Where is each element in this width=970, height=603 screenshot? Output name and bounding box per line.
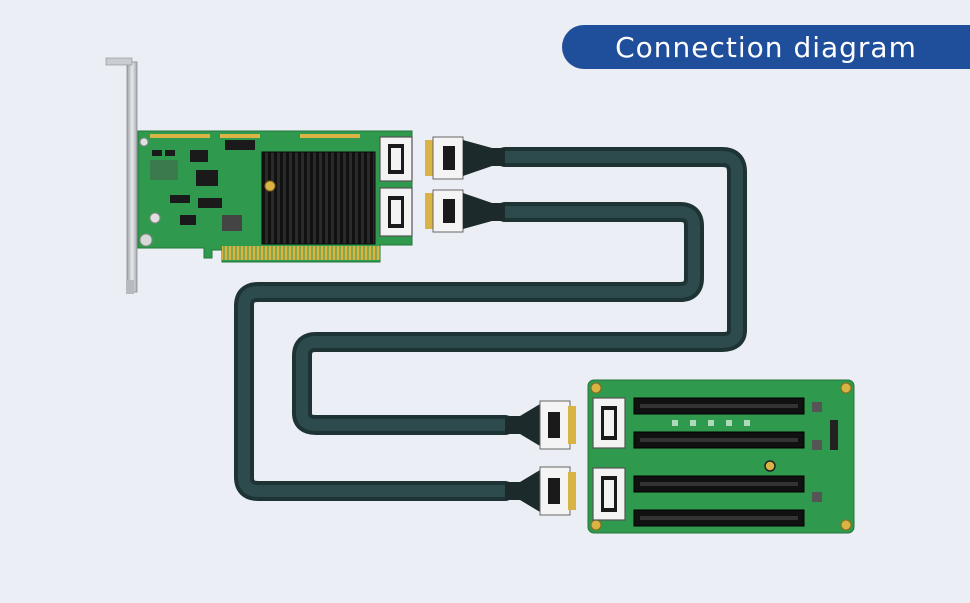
pci-bracket xyxy=(126,61,138,293)
pcie-slot-4 xyxy=(633,509,805,527)
cable-connector-host-top xyxy=(425,136,505,180)
pcie-slot-1 xyxy=(633,397,805,415)
title-banner: Connection diagram xyxy=(562,25,970,69)
riser-pcb xyxy=(587,379,855,534)
host-slimsas-port-top xyxy=(379,136,413,182)
host-card xyxy=(105,57,413,294)
host-mount-hole xyxy=(139,233,153,247)
riser-slimsas-port-top xyxy=(592,397,626,449)
heatsink-screw xyxy=(264,180,276,192)
riser-board xyxy=(587,379,855,534)
cable-connector-riser-top xyxy=(505,400,576,450)
cable-connector-riser-bottom xyxy=(505,466,576,516)
riser-slimsas-port-bottom xyxy=(592,467,626,521)
host-slimsas-port-bottom xyxy=(379,187,413,237)
heatsink xyxy=(261,151,376,245)
cable-assembly xyxy=(234,147,747,501)
host-gold-fingers xyxy=(222,246,380,260)
pcie-slot-3 xyxy=(633,475,805,493)
page-title: Connection diagram xyxy=(615,30,917,64)
pcie-slot-2 xyxy=(633,431,805,449)
riser-led xyxy=(764,460,776,472)
cable-connector-host-bottom xyxy=(425,189,505,233)
